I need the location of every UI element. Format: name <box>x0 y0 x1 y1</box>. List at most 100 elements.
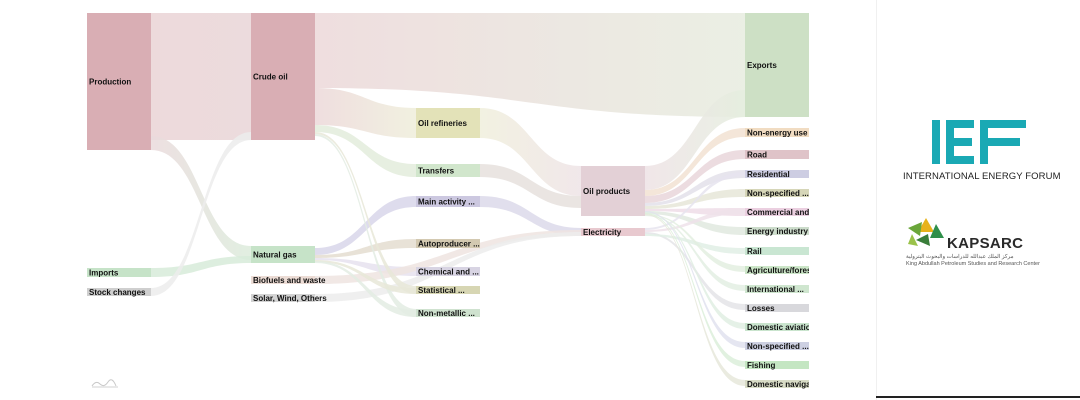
link-crude-to-nonmetallic[interactable] <box>315 134 416 317</box>
link-oilproducts-to-agriculture[interactable] <box>645 214 745 272</box>
node-biofuels-label: Biofuels and waste <box>253 276 326 285</box>
node-crude[interactable]: Crude oil <box>251 13 315 140</box>
node-transfers-label: Transfers <box>418 167 455 176</box>
node-transfers-bar[interactable] <box>416 164 480 177</box>
node-refineries[interactable]: Oil refineries <box>416 108 480 138</box>
node-residential-bar[interactable] <box>745 170 817 178</box>
link-oilproducts-to-fishing[interactable] <box>645 213 745 367</box>
node-autoprod-label: Autoproducer ... <box>418 240 480 249</box>
bottom-rule <box>876 396 1080 398</box>
mini-graph-icon[interactable] <box>91 379 118 388</box>
node-crude-bar[interactable] <box>251 13 315 140</box>
node-exports-bar[interactable] <box>745 13 817 117</box>
node-losses-bar[interactable] <box>745 304 817 312</box>
link-natgas-to-statistical[interactable] <box>315 260 416 294</box>
node-natgas[interactable]: Natural gas <box>251 246 315 263</box>
node-autoprod[interactable]: Autoproducer ... <box>416 239 480 249</box>
node-natgas-bar[interactable] <box>251 246 315 263</box>
node-domnav-bar[interactable] <box>745 380 817 388</box>
node-statistical[interactable]: Statistical ... <box>416 286 480 295</box>
node-transfers[interactable]: Transfers <box>416 164 480 177</box>
link-crude-to-transfers[interactable] <box>315 125 416 177</box>
node-crude-label: Crude oil <box>253 73 288 82</box>
link-oilproducts-to-international[interactable] <box>645 215 745 291</box>
link-electricity-to-commercial[interactable] <box>645 209 745 232</box>
link-oilproducts-to-exports[interactable] <box>645 90 745 190</box>
link-electricity-to-rail[interactable] <box>645 234 745 254</box>
node-residential[interactable]: Residential <box>745 170 817 179</box>
link-oilproducts-to-road[interactable] <box>645 150 745 203</box>
node-road-bar[interactable] <box>745 150 817 159</box>
node-solar[interactable]: Solar, Wind, Others <box>251 294 327 303</box>
node-losses[interactable]: Losses <box>745 304 817 313</box>
link-imports-to-natgas[interactable] <box>151 256 251 277</box>
node-biofuels[interactable]: Biofuels and waste <box>251 276 326 285</box>
node-mainact-bar[interactable] <box>416 196 480 207</box>
node-electricity-bar[interactable] <box>581 228 645 236</box>
node-nonmetallic-bar[interactable] <box>416 309 480 317</box>
node-agriculture-bar[interactable] <box>745 266 817 274</box>
node-refineries-bar[interactable] <box>416 108 480 138</box>
node-nonspec2[interactable]: Non-specified ... <box>745 342 817 351</box>
node-domnav[interactable]: Domestic navigation <box>745 380 825 389</box>
link-oilproducts-to-domnav[interactable] <box>645 214 745 386</box>
node-production[interactable]: Production <box>87 13 151 150</box>
node-international-bar[interactable] <box>745 285 817 293</box>
node-nonenergy[interactable]: Non-energy use ... <box>745 128 817 138</box>
node-commercial-bar[interactable] <box>745 208 817 216</box>
link-mainact-to-electricity[interactable] <box>480 196 581 236</box>
node-rail-bar[interactable] <box>745 247 817 255</box>
node-oilproducts-bar[interactable] <box>581 166 645 216</box>
node-fishing[interactable]: Fishing <box>745 361 817 370</box>
node-production-bar[interactable] <box>87 13 151 150</box>
link-crude-to-refineries[interactable] <box>315 88 416 138</box>
node-biofuels-bar[interactable] <box>251 276 315 284</box>
node-mainact[interactable]: Main activity ... <box>416 196 480 207</box>
node-oilproducts[interactable]: Oil products <box>581 166 645 216</box>
node-international[interactable]: International ... <box>745 285 817 294</box>
link-oilproducts-to-nonspec1[interactable] <box>645 189 745 209</box>
node-rail[interactable]: Rail <box>745 247 817 256</box>
node-solar-bar[interactable] <box>251 294 315 302</box>
link-electricity-to-residential[interactable] <box>645 172 745 230</box>
node-nonmetallic[interactable]: Non-metallic ... <box>416 309 480 318</box>
node-chemical[interactable]: Chemical and ... <box>416 267 480 277</box>
link-oilproducts-to-domaviation[interactable] <box>645 212 745 329</box>
link-biofuels-to-electricity[interactable] <box>315 230 581 284</box>
node-energyind[interactable]: Energy industry ... <box>745 227 817 236</box>
node-exports[interactable]: Exports <box>745 13 817 117</box>
link-transfers-to-oilproducts[interactable] <box>480 164 581 208</box>
node-domnav-label: Domestic navigation <box>747 380 825 389</box>
node-nonspec1-bar[interactable] <box>745 189 817 197</box>
node-imports[interactable]: Imports <box>87 268 151 278</box>
link-crude-to-exports[interactable] <box>315 13 745 117</box>
link-oilproducts-to-nonspec2[interactable] <box>645 211 745 348</box>
node-domaviation-bar[interactable] <box>745 323 817 331</box>
link-natgas-to-autoprod[interactable] <box>315 239 416 258</box>
node-agriculture[interactable]: Agriculture/forestry <box>745 266 822 275</box>
node-commercial[interactable]: Commercial and ... <box>745 208 818 217</box>
node-nonmetallic-label: Non-metallic ... <box>418 309 475 318</box>
link-crude-to-statistical[interactable] <box>315 132 416 294</box>
node-nonenergy-bar[interactable] <box>745 128 817 137</box>
node-nonspec2-bar[interactable] <box>745 342 817 350</box>
node-road[interactable]: Road <box>745 150 817 160</box>
node-imports-bar[interactable] <box>87 268 151 277</box>
node-energyind-bar[interactable] <box>745 227 817 235</box>
link-production-to-natgas[interactable] <box>151 136 251 260</box>
link-refineries-to-oilproducts[interactable] <box>480 108 581 196</box>
link-natgas-to-nonmetallic[interactable] <box>315 261 416 317</box>
node-domaviation[interactable]: Domestic aviation <box>745 323 817 332</box>
link-stock-to-crude[interactable] <box>151 132 251 296</box>
node-statistical-bar[interactable] <box>416 286 480 294</box>
node-fishing-bar[interactable] <box>745 361 817 369</box>
node-nonspec1[interactable]: Non-specified ... <box>745 189 817 198</box>
node-electricity[interactable]: Electricity <box>581 228 645 237</box>
node-autoprod-bar[interactable] <box>416 239 480 248</box>
node-stock-bar[interactable] <box>87 288 151 296</box>
link-oilproducts-to-nonenergy[interactable] <box>645 128 745 196</box>
node-chemical-bar[interactable] <box>416 267 480 276</box>
link-production-to-crude[interactable] <box>151 13 251 140</box>
node-stock[interactable]: Stock changes <box>87 288 151 297</box>
